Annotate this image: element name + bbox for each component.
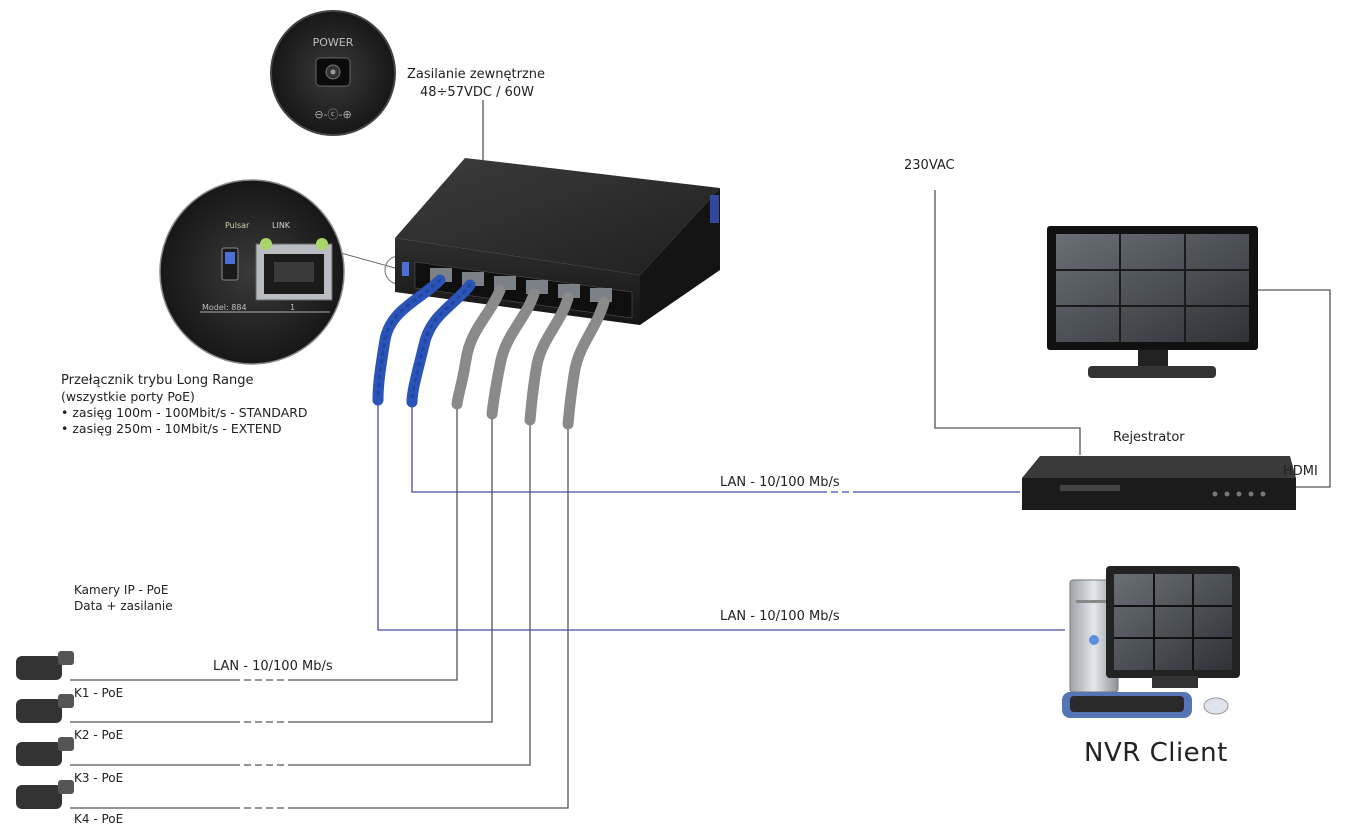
- camera-label-k2: K2 - PoE: [74, 728, 124, 742]
- camera-k2: [16, 694, 74, 723]
- camera-k1: [16, 651, 74, 680]
- recorder-lan-label: LAN - 10/100 Mb/s: [720, 475, 840, 490]
- power-inset-label: POWER: [313, 36, 354, 49]
- inset-model-label: Model: 884: [202, 303, 247, 312]
- svg-text:⊖-ⓒ-⊕: ⊖-ⓒ-⊕: [314, 108, 351, 121]
- monitor: [1047, 226, 1258, 378]
- client-lan-label: LAN - 10/100 Mb/s: [720, 609, 840, 624]
- poe-switch: [395, 158, 720, 325]
- power-caption-line1: Zasilanie zewnętrzne: [407, 67, 546, 82]
- nvr-client-pc: [1062, 566, 1240, 718]
- bullet-text: zasięg 100m - 100Mbit/s - STANDARD: [72, 405, 308, 420]
- camera-label-k4: K4 - PoE: [74, 812, 124, 826]
- bullet-item: • zasięg 100m - 100Mbit/s - STANDARD: [61, 405, 308, 420]
- power-socket-inset: ⊖-ⓒ-⊕: [270, 10, 396, 136]
- mode-switch-inset: [159, 179, 414, 365]
- mains-label: 230VAC: [904, 158, 955, 173]
- hdmi-label: HDMI: [1283, 464, 1318, 479]
- bullet-text: zasięg 250m - 10Mbit/s - EXTEND: [72, 421, 282, 436]
- nvr-client-label: NVR Client: [1084, 738, 1228, 768]
- mode-switch-title-2: (wszystkie porty PoE): [61, 389, 195, 404]
- recorder-label: Rejestrator: [1113, 430, 1185, 445]
- inset-link-label: LINK: [272, 221, 291, 230]
- camera-label-k3: K3 - PoE: [74, 771, 124, 785]
- bullet-item: • zasięg 250m - 10Mbit/s - EXTEND: [61, 421, 282, 436]
- camera-k4: [16, 780, 74, 809]
- camera-label-k1: K1 - PoE: [74, 686, 124, 700]
- mode-switch-bullets: (wszystkie porty PoE) • zasięg 100m - 10…: [61, 389, 308, 437]
- recorder-device: [1022, 456, 1296, 510]
- camera-lan-label: LAN - 10/100 Mb/s: [213, 659, 333, 674]
- cameras-heading-2: Data + zasilanie: [74, 599, 173, 613]
- camera-k3: [16, 737, 74, 766]
- patch-cables: [372, 274, 610, 430]
- wiring: [70, 100, 1331, 809]
- inset-port-label: 1: [290, 303, 295, 312]
- inset-brand-label: Pulsar: [225, 221, 250, 230]
- power-caption-line2: 48÷57VDC / 60W: [420, 85, 534, 100]
- ip-cameras: [16, 651, 74, 809]
- mode-switch-title-1: Przełącznik trybu Long Range: [61, 373, 254, 388]
- cameras-heading-1: Kamery IP - PoE: [74, 583, 169, 597]
